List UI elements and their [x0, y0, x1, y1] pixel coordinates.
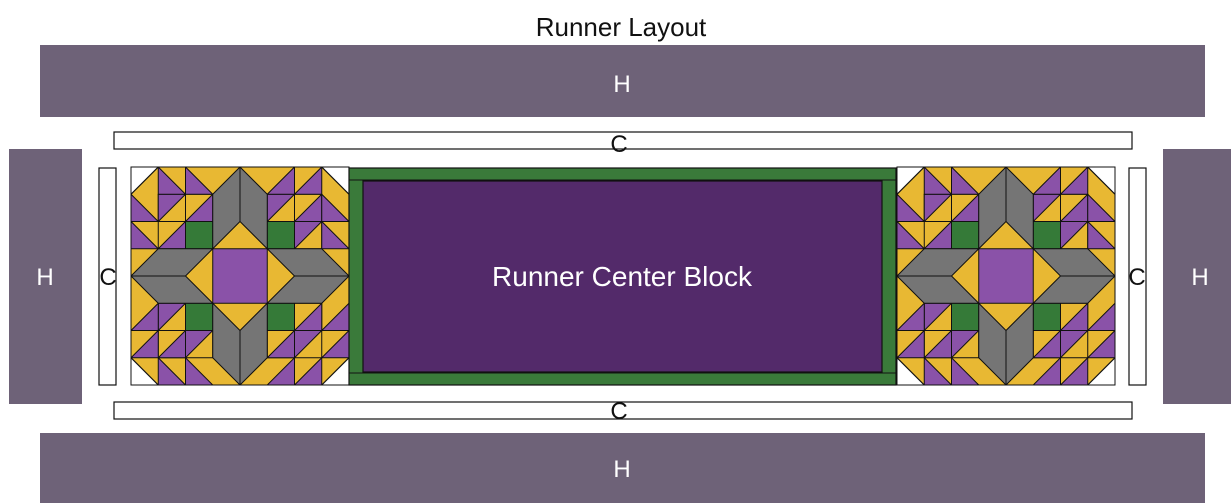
top-h-panel	[40, 45, 1205, 117]
edge-purple-triangle	[896, 302, 925, 331]
purple-triangle	[1060, 330, 1089, 359]
green-square	[951, 302, 980, 331]
left-c-strip	[98, 167, 117, 386]
bottom-h-panel	[40, 433, 1205, 503]
center-purple-square	[212, 248, 268, 304]
green-square	[266, 302, 295, 331]
right-star-block	[896, 166, 1116, 386]
green-square	[266, 221, 295, 250]
purple-triangle	[951, 330, 980, 359]
edge-purple-triangle	[266, 166, 295, 195]
left-c-label: C	[99, 264, 116, 291]
edge-purple-triangle	[321, 221, 350, 250]
right-c-strip	[1128, 167, 1147, 386]
block-frame	[896, 166, 1116, 386]
edge-purple-triangle	[130, 330, 159, 359]
diagram-title: Runner Layout	[536, 12, 707, 42]
purple-triangle	[185, 330, 214, 359]
top-c-label: C	[610, 131, 627, 158]
green-square	[1032, 221, 1061, 250]
right-c-label: C	[1128, 264, 1145, 291]
edge-purple-triangle	[1060, 166, 1089, 195]
edge-purple-triangle	[185, 166, 214, 195]
right-h-label: H	[1191, 264, 1208, 291]
edge-purple-triangle	[294, 166, 323, 195]
green-square	[1032, 302, 1061, 331]
center-purple-square	[978, 248, 1034, 304]
edge-purple-triangle	[923, 166, 952, 195]
left-h-panel	[9, 149, 82, 404]
green-square	[185, 302, 214, 331]
purple-triangle	[294, 221, 323, 250]
center-block-label: Runner Center Block	[492, 261, 753, 292]
green-square	[951, 221, 980, 250]
top-h-label: H	[613, 71, 630, 98]
bottom-h-label: H	[613, 456, 630, 483]
left-h-label: H	[36, 264, 53, 291]
edge-purple-triangle	[951, 166, 980, 195]
purple-triangle	[294, 330, 323, 359]
right-h-panel	[1163, 149, 1231, 404]
green-square	[185, 221, 214, 250]
edge-purple-triangle	[1032, 166, 1061, 195]
bottom-c-label: C	[610, 398, 627, 425]
center-block-fabric	[362, 180, 883, 373]
top-c-strip	[113, 131, 1133, 150]
edge-purple-triangle	[1087, 193, 1116, 222]
left-star-block	[130, 166, 350, 386]
edge-purple-triangle	[130, 302, 159, 331]
edge-purple-triangle	[157, 166, 186, 195]
edge-purple-triangle	[321, 193, 350, 222]
edge-purple-triangle	[1087, 221, 1116, 250]
edge-purple-triangle	[896, 330, 925, 359]
purple-triangle	[1060, 221, 1089, 250]
bottom-c-strip	[113, 401, 1133, 420]
